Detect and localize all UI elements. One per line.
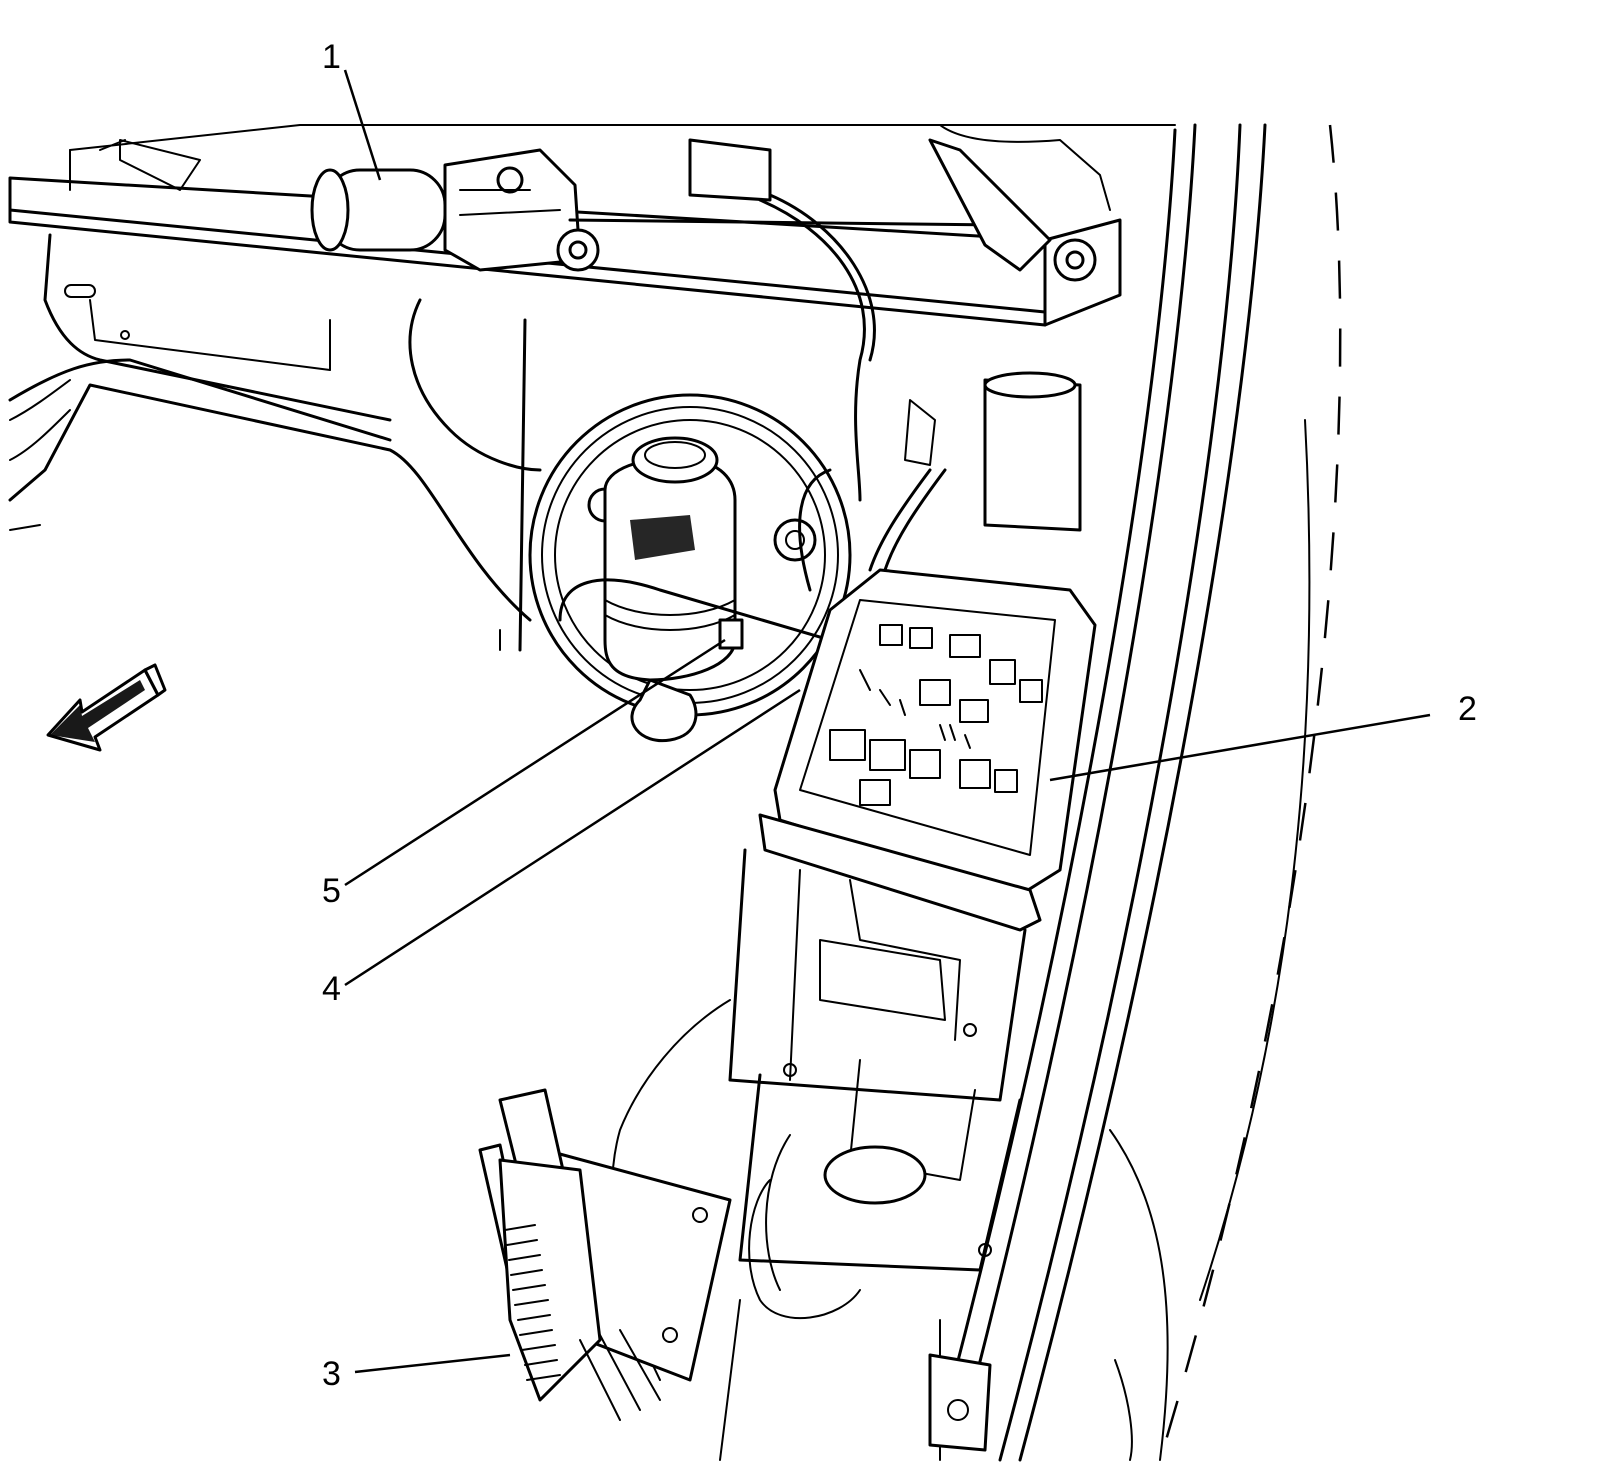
leader-4 [344,688,801,987]
callout-2: 2 [1458,690,1477,728]
ecm-cooling-fins [504,1224,561,1381]
wiper-motor [310,148,600,272]
engine-control-module [478,1088,732,1421]
callout-1: 1 [322,38,341,76]
leader-3 [354,1353,511,1374]
brake-fluid-reservoir [603,436,744,743]
callout-4: 4 [322,970,341,1008]
leader-2 [1049,713,1431,782]
front-direction-arrow-icon [46,663,167,752]
callout-labels: 1 2 3 4 5 [322,38,1477,1393]
leader-5 [344,638,726,887]
callout-leaders [343,69,1431,1374]
underhood-fuse-block [728,568,1097,1102]
fuse-relay-grid [829,624,1043,806]
fender-panel [938,123,1342,1462]
wiper-linkage [99,138,1097,282]
callout-5: 5 [322,872,341,910]
wiring-harness [558,193,1082,642]
callout-3: 3 [322,1355,341,1393]
strut-tower [8,233,542,652]
leader-1 [343,69,382,181]
frame-rail [719,1059,1022,1461]
